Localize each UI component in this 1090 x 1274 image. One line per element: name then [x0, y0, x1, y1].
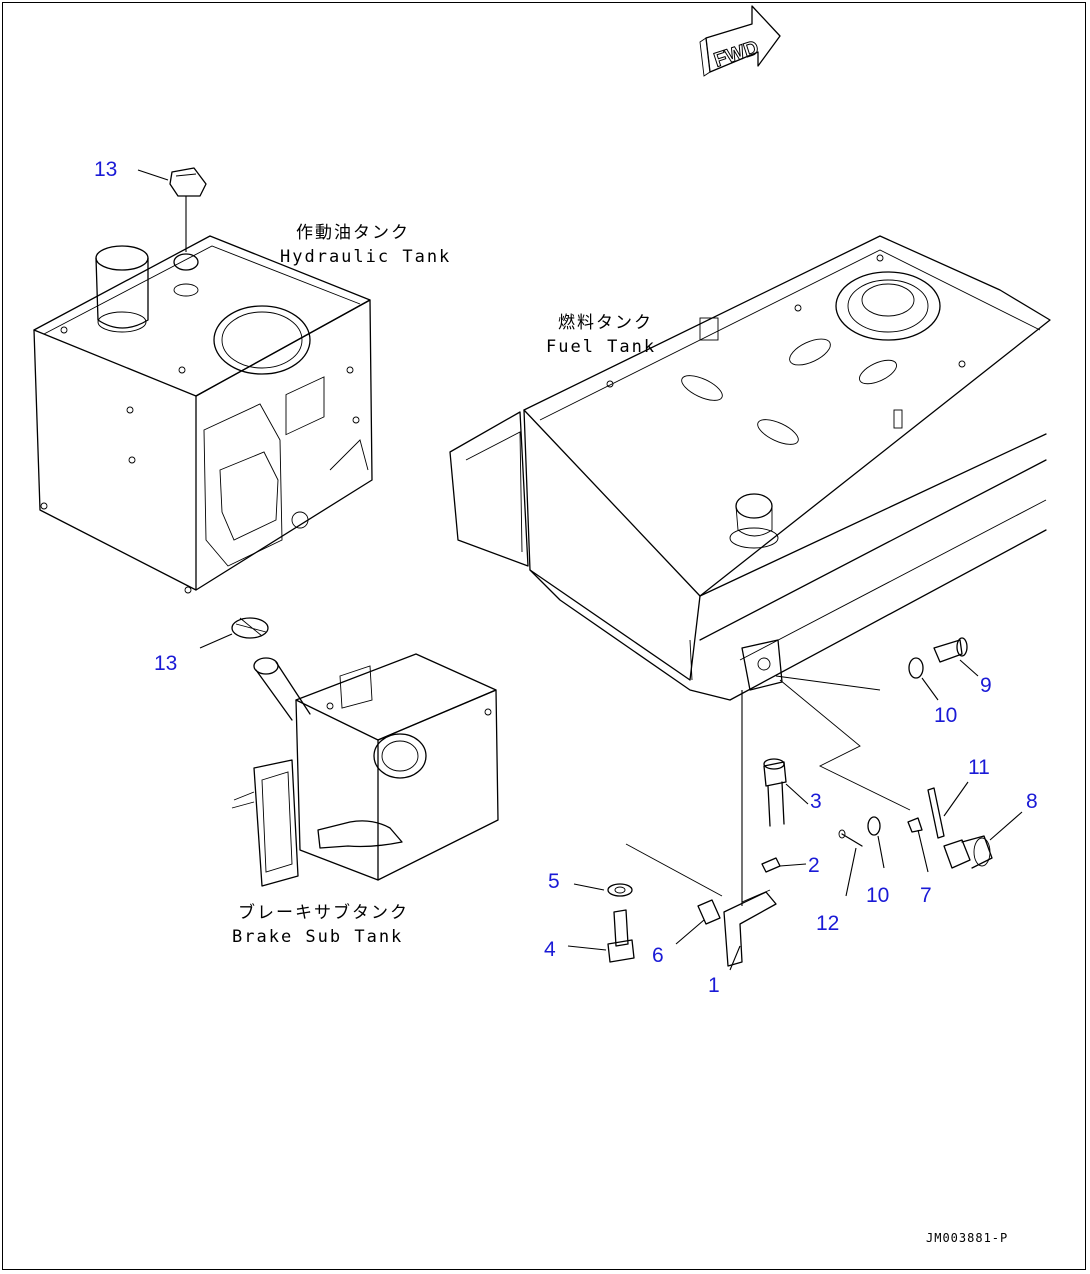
part-10-washer-lower-icon — [867, 816, 885, 869]
part-13-cap-lower-icon — [199, 617, 269, 649]
part-3-bolt-icon — [763, 758, 809, 827]
callout-2: 2 — [808, 854, 820, 877]
part-2-washer-icon — [761, 857, 807, 873]
callout-3: 3 — [810, 790, 822, 813]
part-5-washer-icon — [573, 883, 633, 897]
part-12-cotter-pin-icon — [838, 829, 863, 897]
part-10-washer-upper-icon — [908, 657, 939, 701]
hydraulic-tank-jp-label: 作動油タンク — [296, 223, 410, 243]
fuel-tank-en-label: Fuel Tank — [546, 337, 656, 357]
part-6-clamp-icon — [675, 899, 721, 945]
part-9-bolt-icon — [933, 637, 979, 677]
brake-sub-tank-drawing — [231, 653, 499, 887]
brake-sub-tank-en-label: Brake Sub Tank — [232, 927, 403, 947]
callout-7: 7 — [920, 884, 932, 907]
callout-5: 5 — [548, 870, 560, 893]
assembly-guide-lines — [625, 675, 911, 897]
fuel-tank-jp-label: 燃料タンク — [558, 313, 653, 333]
callout-12: 12 — [816, 912, 839, 935]
callout-10-lower: 10 — [866, 884, 889, 907]
part-4-bolt-icon — [567, 909, 635, 963]
part-1-bracket-icon — [723, 690, 777, 971]
callout-8: 8 — [1026, 790, 1038, 813]
callout-13-lower: 13 — [154, 652, 177, 675]
callout-4: 4 — [544, 938, 556, 961]
callout-9: 9 — [980, 674, 992, 697]
part-8-bolt-icon — [943, 811, 1023, 869]
fwd-label: FWD — [711, 37, 761, 72]
part-11-pin-icon — [927, 781, 969, 839]
callout-6: 6 — [652, 944, 664, 967]
document-id: JM003881-P — [926, 1231, 1008, 1245]
brake-sub-tank-jp-label: ブレーキサブタンク — [238, 902, 409, 923]
callout-1: 1 — [708, 974, 720, 997]
hydraulic-tank-drawing — [33, 235, 373, 594]
part-7-clip-icon — [907, 817, 929, 873]
part-13-cap-top-icon — [137, 167, 207, 252]
callout-10-upper: 10 — [934, 704, 957, 727]
forward-arrow-icon: FWD — [699, 5, 781, 77]
hydraulic-tank-en-label: Hydraulic Tank — [280, 247, 451, 267]
callout-11: 11 — [968, 756, 990, 779]
callout-13-top: 13 — [94, 158, 117, 181]
fuel-tank-drawing — [449, 235, 1051, 701]
